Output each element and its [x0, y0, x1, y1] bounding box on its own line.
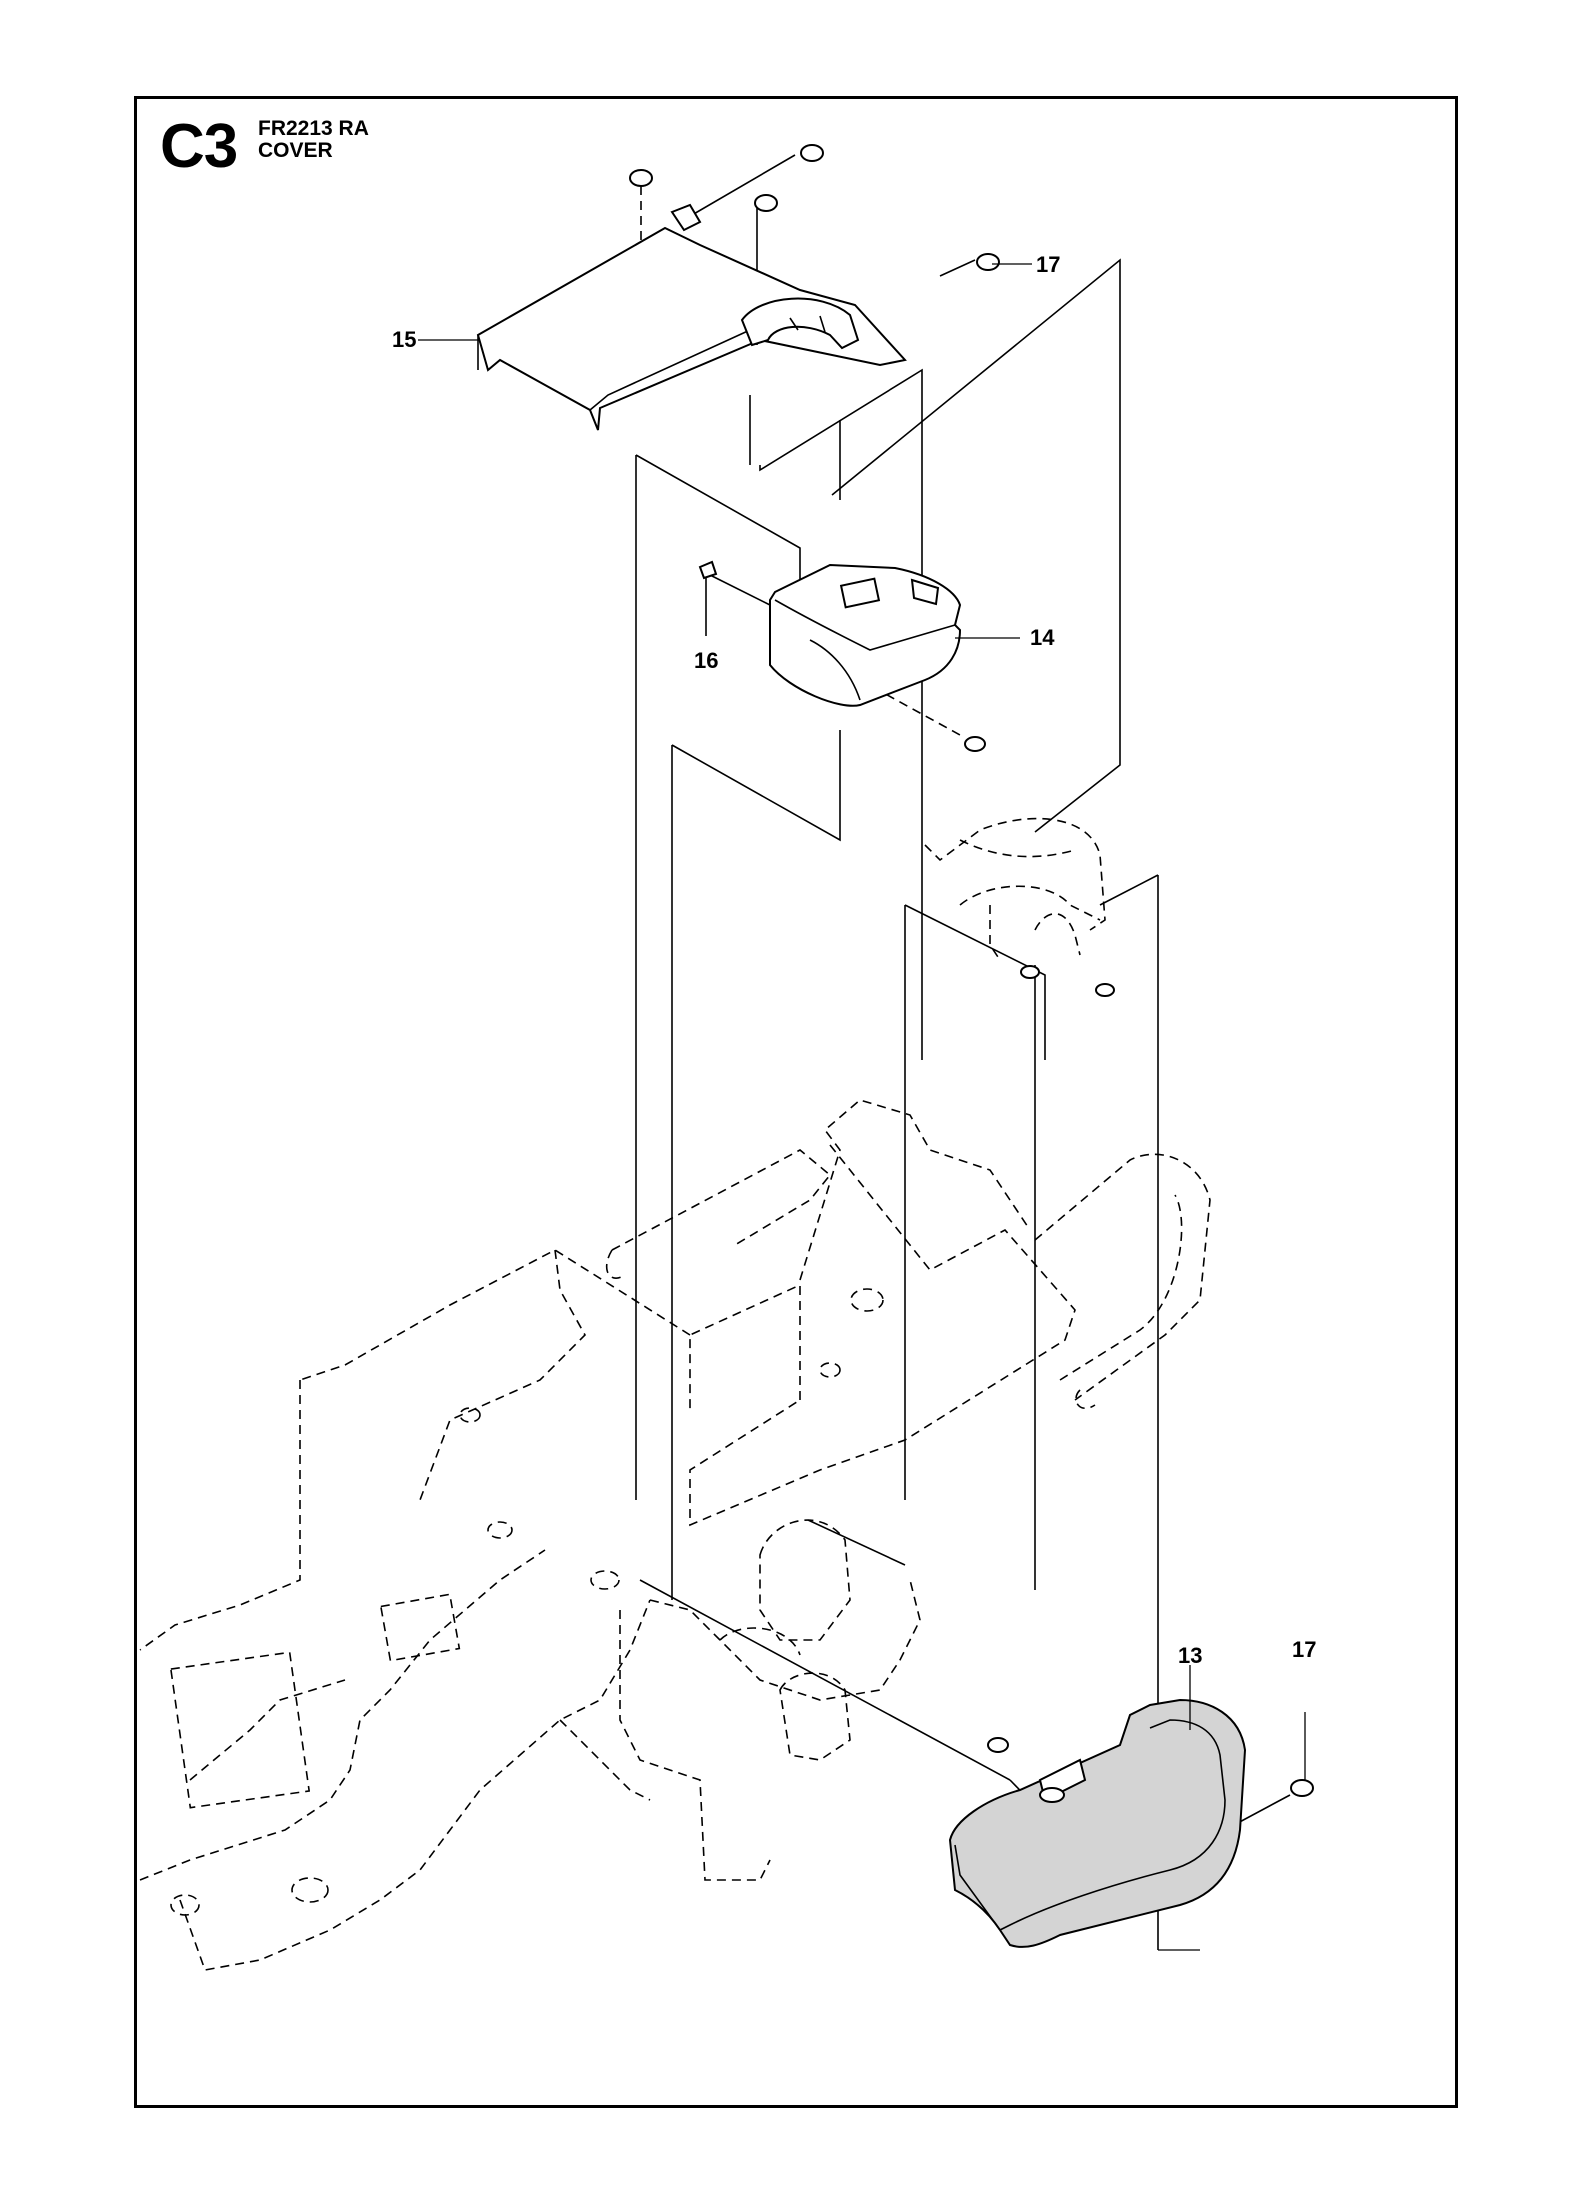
part-13-side-cover [948, 1698, 1247, 1948]
model-name: FR2213 RA [258, 117, 369, 140]
belt-guard-dashed [924, 817, 1106, 961]
part-14-console-cover [698, 560, 962, 707]
callout-13: 13 [1178, 1643, 1202, 1668]
callout-leaders [418, 263, 1306, 1780]
fasteners [629, 144, 1314, 1909]
diagram-title: COVER [258, 139, 333, 162]
diagram-frame [134, 96, 1458, 2108]
callout-17-lower: 17 [1292, 1637, 1316, 1662]
section-code: C3 [160, 112, 238, 181]
callout-14: 14 [1030, 625, 1055, 650]
callout-17-upper: 17 [1036, 252, 1060, 277]
assembly-lines [635, 154, 1291, 1951]
callout-15: 15 [392, 327, 416, 352]
frame-context-dashed [139, 1099, 1211, 1971]
part-15-upper-cover [476, 203, 907, 431]
callout-16: 16 [694, 648, 718, 673]
